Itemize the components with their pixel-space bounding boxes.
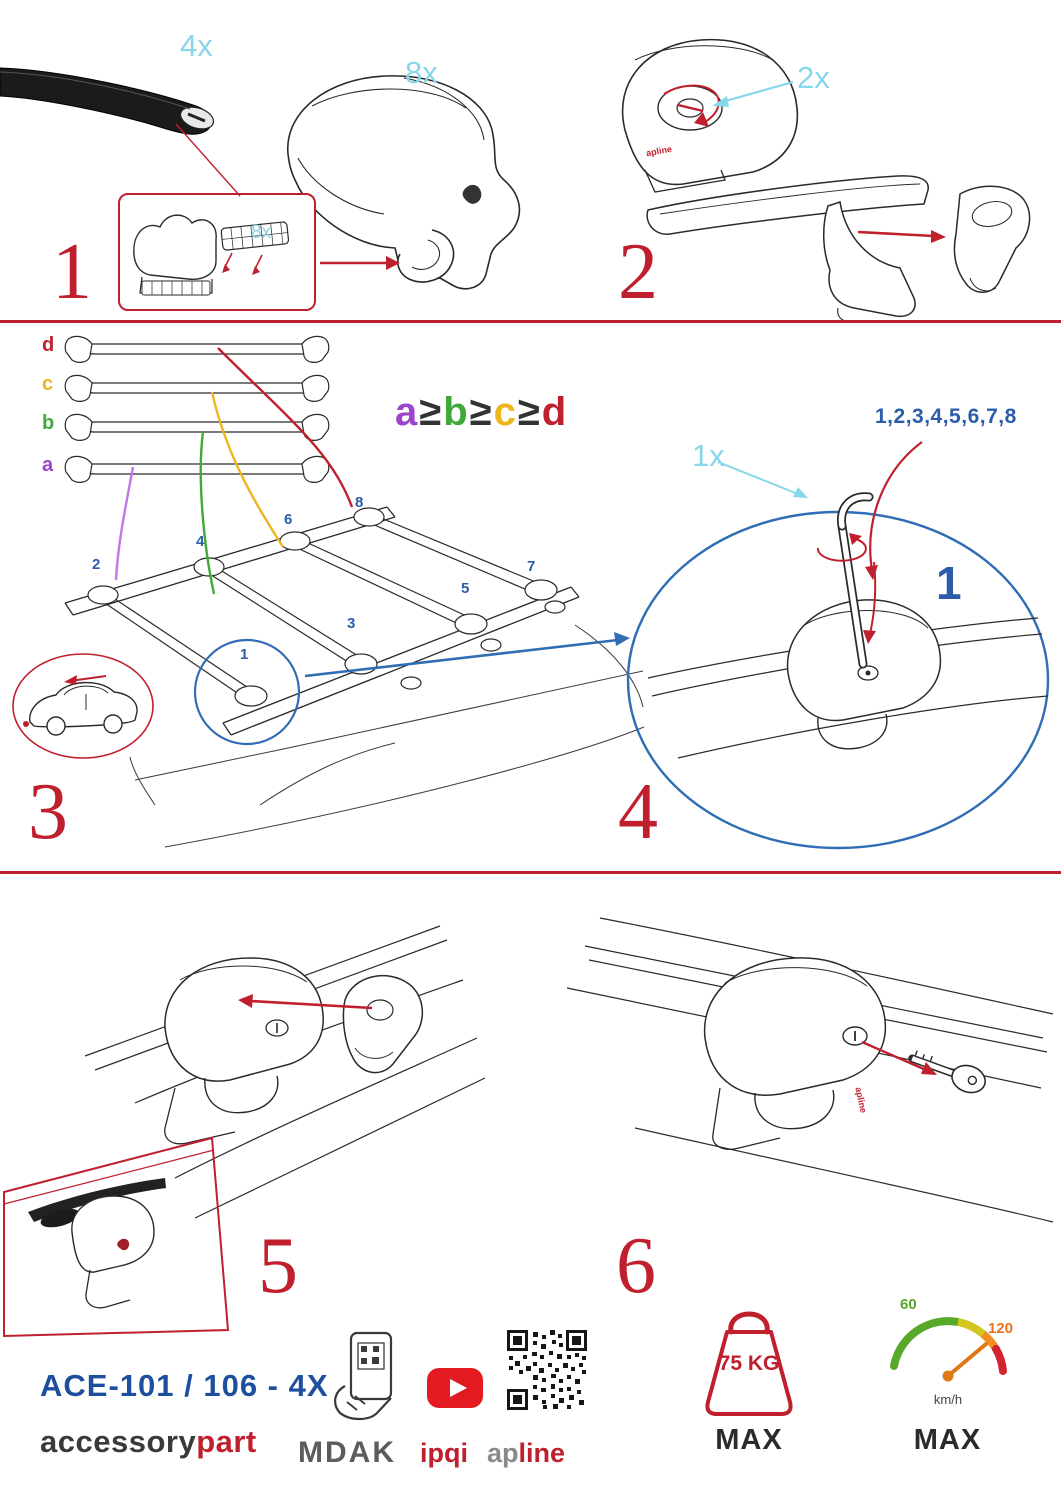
formula-a: a xyxy=(395,390,420,434)
formula-d: d xyxy=(541,390,569,434)
logo-ipqi: ipqi xyxy=(420,1438,468,1468)
foot-body xyxy=(165,958,323,1081)
lock-cover-piece xyxy=(343,976,422,1073)
max-load-value: 75 KG xyxy=(718,1352,780,1375)
pad-quantity-label: 8x xyxy=(251,222,272,243)
crossbar-d-drawing xyxy=(62,330,332,368)
foot-clamp-jaw xyxy=(398,230,454,282)
rubber-pad xyxy=(221,222,289,251)
lock-key-drawing xyxy=(555,888,1055,1258)
position-1: 1 xyxy=(240,646,249,663)
section-divider-1 xyxy=(0,320,1061,323)
red-ellipse xyxy=(13,654,153,758)
foot-quantity-label: 8x xyxy=(405,55,438,90)
position-7: 7 xyxy=(527,558,536,575)
crossbar xyxy=(647,176,928,234)
pad-inset-box: 8x xyxy=(118,193,316,311)
gauge-high-value: 120 xyxy=(988,1320,1014,1337)
position-5: 5 xyxy=(461,580,470,597)
qr-code xyxy=(507,1330,587,1410)
youtube-icon xyxy=(427,1368,483,1408)
max-speed-gauge xyxy=(878,1292,1018,1382)
crossbar-c-drawing xyxy=(62,369,332,407)
bar-label-a: a xyxy=(42,454,54,476)
max-load-label: MAX xyxy=(715,1424,783,1456)
position-2: 2 xyxy=(92,556,101,573)
tightening-sequence: 1,2,3,4,5,6,7,8 xyxy=(875,405,1017,428)
bar-label-d: d xyxy=(42,334,55,356)
scan-phone-icon xyxy=(325,1328,405,1423)
foot-body xyxy=(705,958,886,1095)
position-6: 6 xyxy=(284,511,293,528)
crossbar-b-drawing xyxy=(62,408,332,446)
bar-label-c: c xyxy=(42,373,54,395)
lock-key xyxy=(908,1046,989,1097)
logo-apline-right: line xyxy=(518,1438,566,1468)
foot-drawing xyxy=(252,62,552,297)
tightening-detail-drawing xyxy=(618,468,1058,868)
position-4: 4 xyxy=(196,533,205,550)
model-number: ACE-101 / 106 - 4X xyxy=(40,1368,329,1403)
section-divider-2 xyxy=(0,871,1061,874)
formula-ge: ≥ xyxy=(517,390,542,434)
formula-ge: ≥ xyxy=(419,390,444,434)
mounted-crossbars xyxy=(99,513,543,701)
position-1-highlight-circle xyxy=(195,640,299,744)
foot-body xyxy=(288,76,520,289)
pad-inset-drawing xyxy=(120,195,314,309)
foot-under-bar xyxy=(824,202,915,316)
bar-label-b: b xyxy=(42,412,55,434)
formula-c: c xyxy=(493,390,518,434)
logo-apline: apline xyxy=(487,1438,565,1469)
brand-stamp xyxy=(462,184,482,204)
crossbar-body xyxy=(0,68,211,134)
crossbar-drawing xyxy=(0,52,235,144)
position-3: 3 xyxy=(347,615,356,632)
max-speed-label: MAX xyxy=(913,1424,982,1456)
brand-wordmark: accessorypart xyxy=(40,1424,257,1460)
first-position-callout: 1 xyxy=(936,557,962,609)
gauge-needle xyxy=(948,1344,986,1376)
logo-mdak: MDAK xyxy=(298,1436,396,1469)
pad-in-clamp xyxy=(142,281,210,295)
platform-inset-drawing xyxy=(0,1092,245,1342)
step-1-number: 1 xyxy=(52,228,92,316)
car-direction-inset xyxy=(8,650,158,762)
logo-apline-left: ap xyxy=(487,1438,519,1468)
car-body-hint-lines xyxy=(130,625,644,847)
step-5-number: 5 xyxy=(258,1222,298,1310)
step-2-number: 2 xyxy=(618,228,658,316)
tool-quantity-label: 1x xyxy=(692,438,725,473)
max-load-icon xyxy=(693,1296,805,1424)
gauge-unit: km/h xyxy=(933,1392,963,1407)
bar-endcap-drawing xyxy=(630,158,1060,323)
position-8: 8 xyxy=(355,494,364,511)
formula-b: b xyxy=(443,390,470,434)
foot-on-platform xyxy=(72,1196,154,1272)
step-3-number: 3 xyxy=(28,768,68,856)
brand-left: accessory xyxy=(40,1424,197,1459)
formula-ge: ≥ xyxy=(469,390,494,434)
size-order-formula: a≥b≥c≥d xyxy=(395,390,568,435)
foot-detail-clamp xyxy=(818,714,887,749)
clamp-top-view xyxy=(134,215,216,279)
step-4-number: 4 xyxy=(618,768,658,856)
step-6-number: 6 xyxy=(616,1222,656,1310)
red-platform-outline xyxy=(4,1138,228,1336)
knob-quantity-label: 2x xyxy=(797,60,830,95)
brand-right: part xyxy=(196,1424,257,1459)
bar-quantity-label: 4x xyxy=(180,28,213,63)
gauge-low-value: 60 xyxy=(900,1296,917,1313)
cover-install-drawing xyxy=(15,888,495,1248)
